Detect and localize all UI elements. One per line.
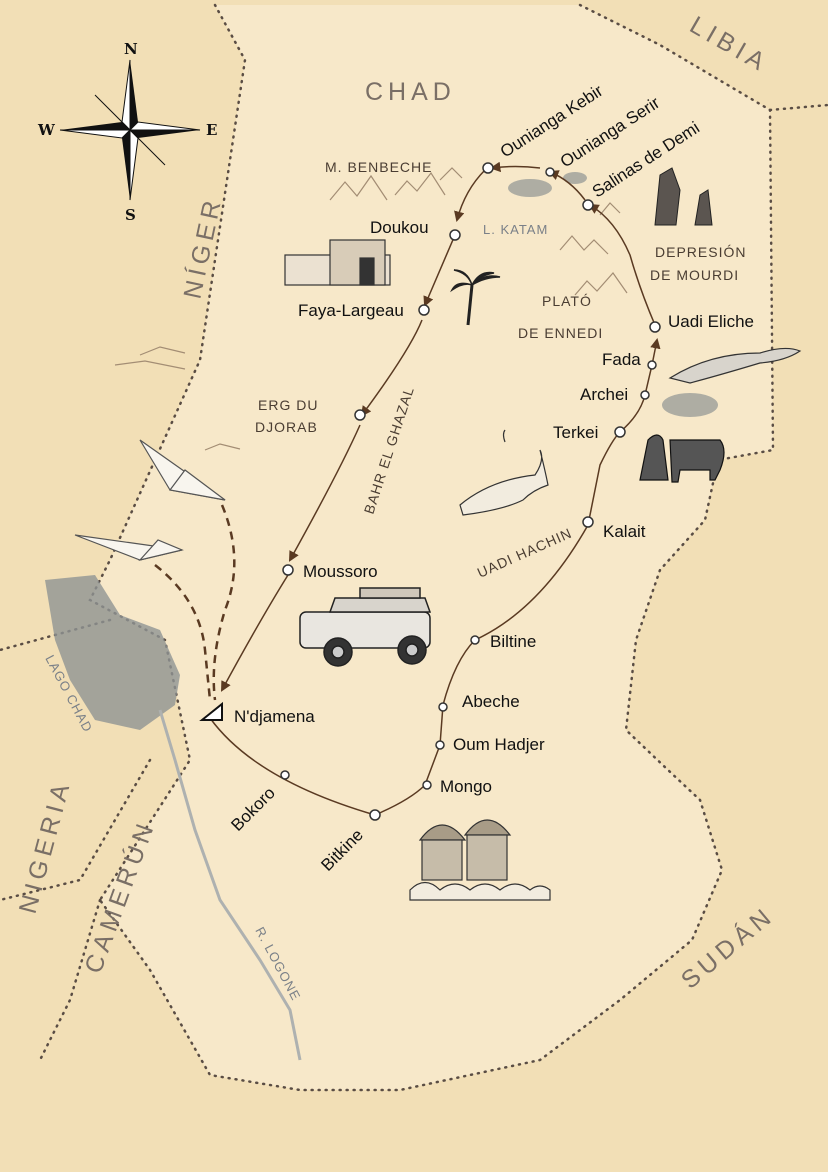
label-fada: Fada <box>602 350 641 369</box>
djorab-marker <box>354 409 366 421</box>
oum-hadjer-marker <box>435 740 445 750</box>
label-oum-hadjer: Oum Hadjer <box>453 735 545 754</box>
kalait-marker <box>582 516 594 528</box>
gazelle-icon <box>459 429 549 516</box>
label-djorab-1: ERG DU <box>258 397 318 413</box>
huts-icon <box>409 819 551 901</box>
label-faya: Faya-Largeau <box>298 301 404 320</box>
label-chad: CHAD <box>365 78 456 106</box>
rock-formation-icon <box>654 167 713 226</box>
label-moussoro: Moussoro <box>303 562 378 581</box>
compass-south: S <box>125 206 136 224</box>
terkei-marker <box>614 426 626 438</box>
label-mongo: Mongo <box>440 777 492 796</box>
label-djorab-2: DJORAB <box>255 419 318 435</box>
fort-icon <box>284 239 391 286</box>
city-markers <box>280 162 661 821</box>
label-ennedi-2: DE ENNEDI <box>518 325 603 341</box>
lago-chad-water <box>45 575 180 730</box>
doukou-marker <box>449 229 461 241</box>
faya-marker <box>418 304 430 316</box>
label-ndjamena: N'djamena <box>234 707 315 726</box>
compass-west: W <box>37 121 56 139</box>
abeche-marker <box>438 702 448 712</box>
jeep-icon <box>299 587 432 667</box>
label-abeche: Abeche <box>462 692 520 711</box>
compass-north: N <box>124 40 138 58</box>
palm-tree-icon <box>450 269 501 326</box>
salinas-marker <box>582 199 594 211</box>
label-biltine: Biltine <box>490 632 536 651</box>
moussoro-marker <box>282 564 294 576</box>
chad-territory <box>90 5 773 1090</box>
cattle-herder-icon <box>639 434 725 483</box>
logone-river <box>158 709 302 1061</box>
label-doukou: Doukou <box>370 218 429 237</box>
uadi-eliche-marker <box>649 321 661 333</box>
crocodile-icon <box>668 347 802 384</box>
biltine-marker <box>470 635 480 645</box>
fada-marker <box>647 360 657 370</box>
bokoro-marker <box>280 770 290 780</box>
label-terkei: Terkei <box>553 423 598 442</box>
bitkine-marker <box>369 809 381 821</box>
label-ennedi-1: PLATÓ <box>542 293 592 309</box>
paper-plane-icon <box>74 439 226 562</box>
ndjamena-marker <box>199 701 223 721</box>
compass-rose-icon: N S E W <box>37 40 217 224</box>
compass-east: E <box>206 121 217 139</box>
label-kalait: Kalait <box>603 522 646 541</box>
label-benbeche: M. BENBECHE <box>325 159 432 175</box>
archei-guelta <box>662 393 718 417</box>
ounianga-serir-marker <box>545 167 555 177</box>
mountain-icon <box>114 167 628 451</box>
mongo-marker <box>422 780 432 790</box>
archei-marker <box>640 390 650 400</box>
ounianga-lake <box>563 172 587 184</box>
ounianga-kebir-marker <box>482 162 494 174</box>
label-katam: L. KATAM <box>483 222 548 237</box>
flight-path <box>154 504 236 701</box>
katam-lake <box>508 179 552 197</box>
label-archei: Archei <box>580 385 628 404</box>
label-mourdi-1: DEPRESIÓN <box>655 244 746 260</box>
label-uadi-eliche: Uadi Eliche <box>668 312 754 331</box>
label-mourdi-2: DE MOURDI <box>650 267 739 283</box>
